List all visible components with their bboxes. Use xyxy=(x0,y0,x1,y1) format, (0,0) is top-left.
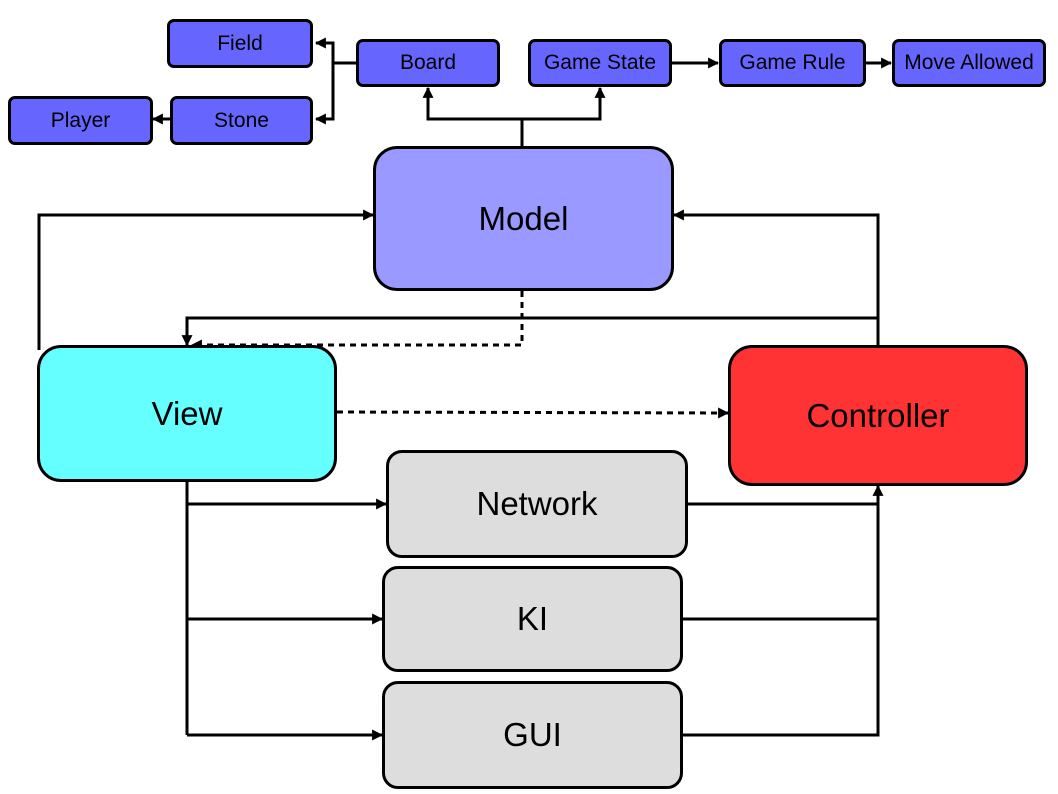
view-box: View xyxy=(37,345,337,482)
board-label: Board xyxy=(399,51,457,74)
model-box: Model xyxy=(373,146,674,291)
controller-box: Controller xyxy=(728,345,1028,486)
controller-label: Controller xyxy=(806,396,950,434)
edge-controller-view xyxy=(181,316,878,347)
edge-model-gamestate xyxy=(522,86,606,121)
player-label: Player xyxy=(50,108,111,132)
move-allowed-box: Move Allowed xyxy=(892,39,1046,87)
board-box: Board xyxy=(356,39,500,87)
edge-board-stone xyxy=(314,63,335,125)
player-box: Player xyxy=(8,96,153,145)
stone-box: Stone xyxy=(170,96,313,145)
ki-box: KI xyxy=(382,566,683,672)
game-state-label: Game State xyxy=(543,51,657,74)
game-rule-box: Game Rule xyxy=(719,39,866,87)
network-box: Network xyxy=(386,450,688,558)
field-label: Field xyxy=(217,31,263,55)
edge-controller-model xyxy=(672,209,880,347)
move-allowed-label: Move Allowed xyxy=(904,51,1034,74)
gui-box: GUI xyxy=(382,681,683,789)
stone-label: Stone xyxy=(214,108,269,132)
game-state-box: Game State xyxy=(528,39,672,87)
edge-model-board xyxy=(422,86,524,148)
edge-gui-controller xyxy=(683,484,884,737)
model-label: Model xyxy=(478,199,569,237)
gui-label: GUI xyxy=(503,716,562,753)
edge-view-controller-dashed xyxy=(336,407,730,419)
game-rule-label: Game Rule xyxy=(739,51,846,74)
edge-view-model xyxy=(37,209,375,350)
ki-label: KI xyxy=(516,600,549,637)
view-label: View xyxy=(151,394,223,432)
edge-board-field xyxy=(314,37,356,65)
field-box: Field xyxy=(167,19,313,68)
network-label: Network xyxy=(476,485,598,522)
